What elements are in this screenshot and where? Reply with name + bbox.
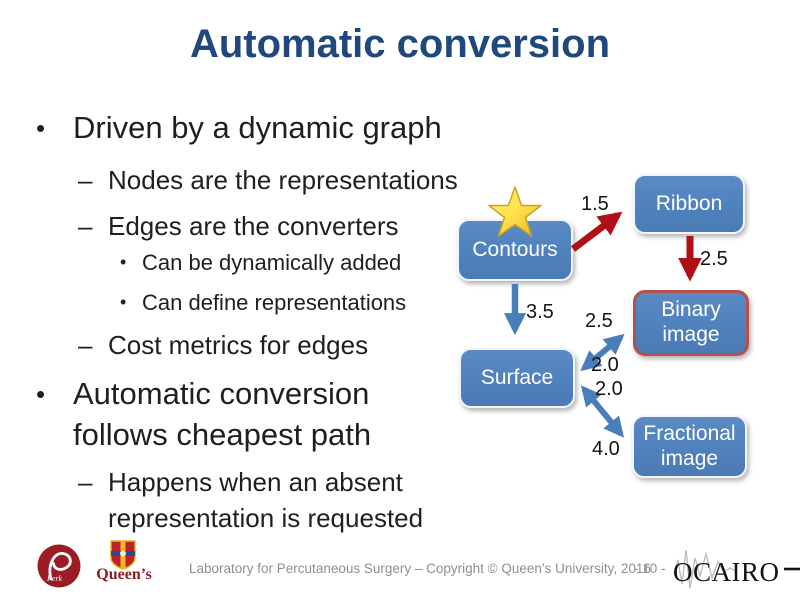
dash-icon: – xyxy=(78,330,93,360)
edge-cost: 3.5 xyxy=(526,301,554,323)
bullet-icon: • xyxy=(120,292,127,312)
list-item-text: Automatic conversion follows cheapest pa… xyxy=(73,376,372,452)
bullet-icon: • xyxy=(36,379,46,409)
list-item: • Automatic conversion follows cheapest … xyxy=(36,374,393,456)
list-item-text: Can be dynamically added xyxy=(142,250,402,275)
node-binary-image: Binary image xyxy=(633,290,749,356)
list-item: • Can be dynamically added xyxy=(120,249,401,278)
perk-logo: Perk xyxy=(37,544,81,588)
page-title: Automatic conversion xyxy=(189,22,611,66)
list-item-text: Happens when an absent representation is… xyxy=(108,467,424,534)
node-label: Ribbon xyxy=(655,191,723,215)
list-item: – Edges are the converters xyxy=(78,208,399,244)
edge-cost: 4.0 xyxy=(592,438,620,460)
node-label: Binary image xyxy=(661,298,721,346)
node-ribbon: Ribbon xyxy=(633,174,745,234)
ocairo-logo: OCAIRO xyxy=(673,549,800,589)
list-item-text: Cost metrics for edges xyxy=(108,330,369,360)
list-item-text: Nodes are the representations xyxy=(108,165,458,195)
dash-icon: – xyxy=(78,467,93,497)
list-item: – Cost metrics for edges xyxy=(78,327,368,363)
page-number: - 10 - xyxy=(634,561,666,576)
list-item-text: Driven by a dynamic graph xyxy=(73,110,442,145)
dash-icon: – xyxy=(78,211,93,241)
node-fractional-image: Fractional image xyxy=(632,415,747,478)
star-icon xyxy=(488,186,542,237)
node-label: Surface xyxy=(480,365,554,389)
node-surface: Surface xyxy=(459,348,575,408)
node-contours: Contours xyxy=(457,219,573,281)
edge-contours-ribbon xyxy=(570,211,623,252)
edge-cost: 2.0 xyxy=(591,354,619,376)
queens-crest-icon xyxy=(110,540,136,570)
edge-cost: 2.0 xyxy=(595,378,623,400)
node-label: Contours xyxy=(472,237,558,261)
bullet-icon: • xyxy=(36,113,46,143)
bullet-icon: • xyxy=(120,252,127,272)
list-item: – Happens when an absent representation … xyxy=(78,464,438,537)
list-item: • Can define representations xyxy=(120,289,406,318)
list-item: • Driven by a dynamic graph xyxy=(36,108,442,149)
footer-credit: Laboratory for Percutaneous Surgery – Co… xyxy=(189,561,651,576)
list-item: – Nodes are the representations xyxy=(78,162,458,198)
list-item-text: Can define representations xyxy=(142,290,407,315)
edge-cost: 1.5 xyxy=(581,193,609,215)
svg-text:OCAIRO: OCAIRO xyxy=(673,557,780,587)
edge-cost: 2.5 xyxy=(585,310,613,332)
list-item-text: Edges are the converters xyxy=(108,211,399,241)
svg-text:Perk: Perk xyxy=(46,574,63,583)
queens-logo-text: Queen’s xyxy=(96,566,152,583)
node-label: Fractional image xyxy=(643,421,736,470)
edge-cost: 2.5 xyxy=(700,248,728,270)
dash-icon: – xyxy=(78,165,93,195)
